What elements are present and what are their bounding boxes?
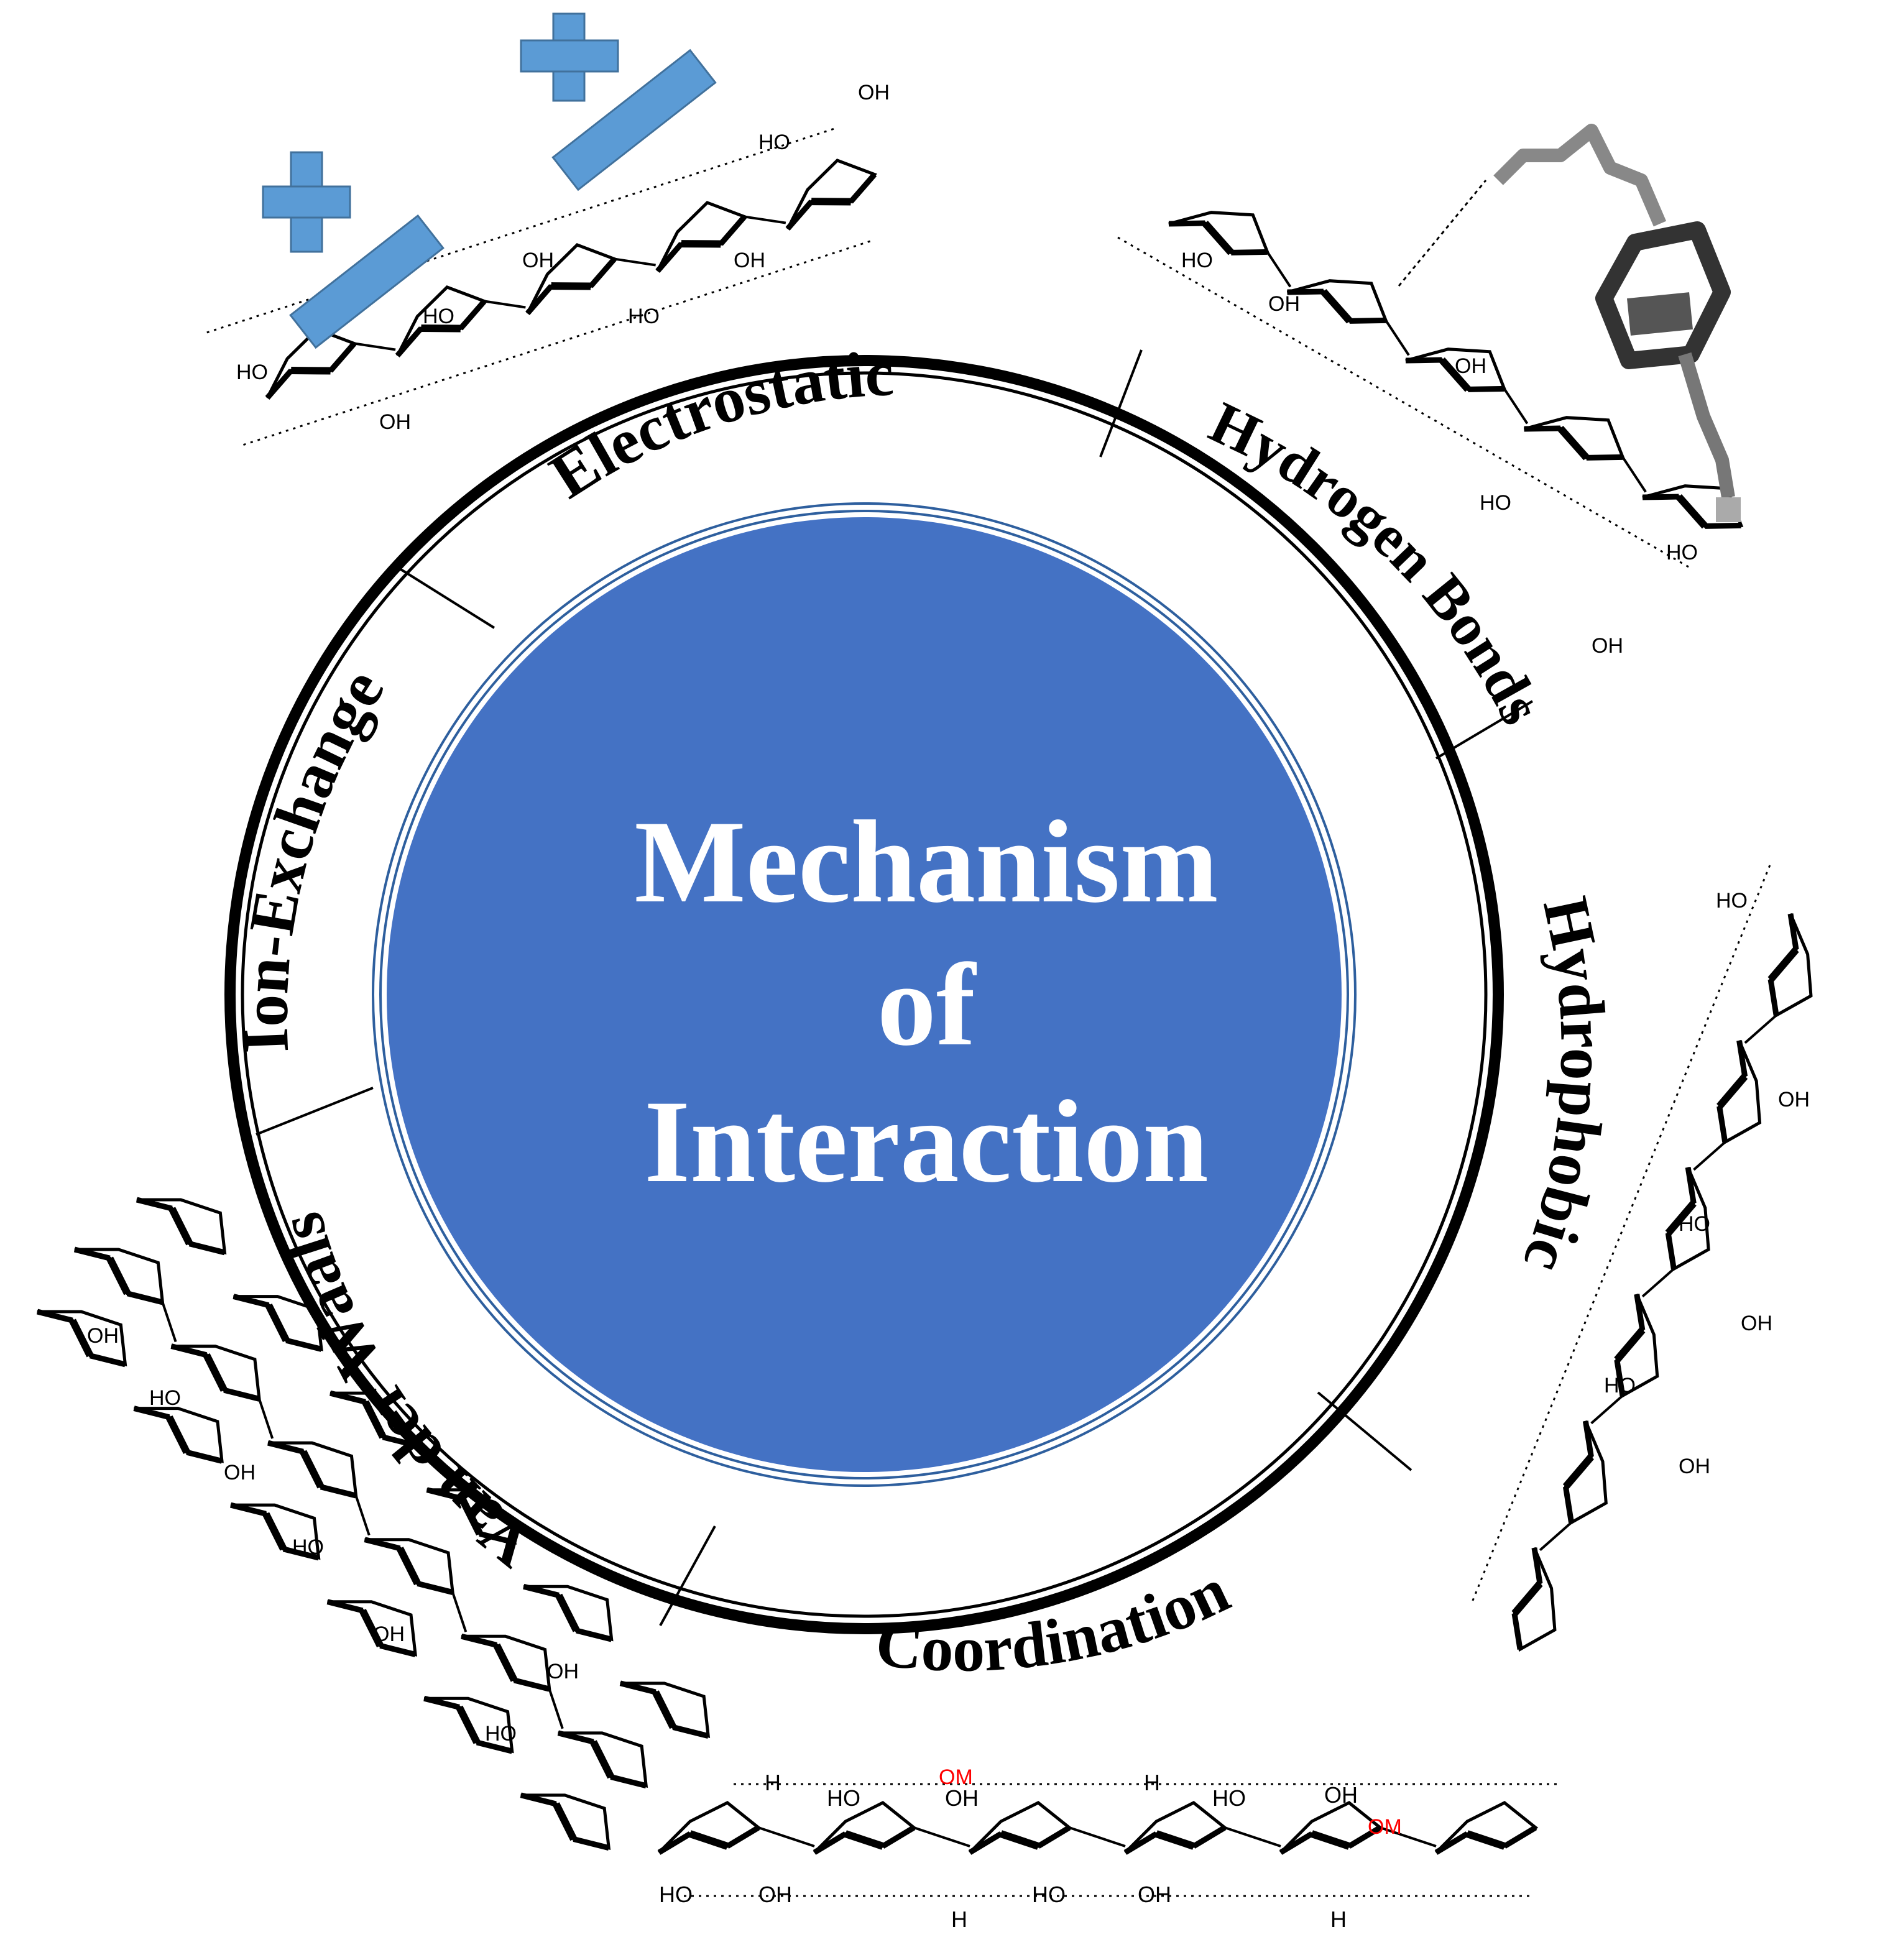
chem-label: OH — [1741, 1312, 1772, 1335]
segment-divider — [1099, 349, 1143, 458]
chem-label: HO — [1181, 249, 1213, 272]
metal-label: OM — [939, 1765, 973, 1789]
chem-label: OH — [379, 410, 411, 434]
plus-icon — [520, 12, 619, 102]
chem-label: OH — [1455, 354, 1486, 378]
chem-label: OH — [87, 1324, 119, 1348]
segment-divider — [397, 566, 495, 629]
chem-label: HO — [1679, 1212, 1710, 1236]
chem-label: OH — [1592, 634, 1623, 658]
cellulose-chain-right: HO OH HO OH HO OH — [1470, 865, 1850, 1659]
chem-label: OH — [945, 1785, 979, 1811]
chem-label: OH — [1324, 1782, 1358, 1808]
chem-label: OH — [1138, 1882, 1171, 1907]
chem-label: OH — [547, 1660, 579, 1683]
segment-divider — [1435, 700, 1534, 760]
chem-label: OH — [224, 1461, 256, 1484]
chem-label: HO — [485, 1722, 517, 1746]
chem-label: OH — [373, 1622, 405, 1646]
chem-label: HO — [1212, 1785, 1246, 1811]
aromatic-molecule-icon — [1493, 124, 1741, 522]
chem-label: HO — [758, 131, 790, 154]
cellulose-chain-bottom: H HO OH OM H HO OH OM HO OH H HO OH H — [659, 1765, 1560, 1932]
center-disc — [387, 517, 1342, 1472]
chem-label: OH — [522, 249, 554, 272]
segment-divider — [1317, 1391, 1412, 1471]
chem-label: H — [951, 1907, 967, 1932]
minus-icon — [289, 214, 445, 349]
chem-label: HO — [1480, 491, 1511, 515]
center-title-line-3: Interaction — [644, 1077, 1209, 1207]
chem-label: HO — [1666, 541, 1698, 564]
metal-label: OM — [1368, 1815, 1402, 1839]
chem-label: HO — [149, 1386, 181, 1410]
cellulose-chain-top-right: HO OH OH HO HO OH — [1117, 162, 1754, 658]
segment-label-hydrophobic: Hydrophobic — [1509, 891, 1619, 1281]
chem-label: OH — [758, 1882, 792, 1907]
center-title-line-1: Mechanism — [634, 797, 1218, 927]
chem-label: OH — [1679, 1455, 1710, 1478]
center-ring-inner — [379, 510, 1349, 1479]
segment-divider — [256, 1087, 374, 1136]
chem-label: HO — [659, 1882, 693, 1907]
center-title-line-2: of — [877, 940, 977, 1070]
chem-label: HO — [827, 1785, 860, 1811]
chem-label: OH — [734, 249, 765, 272]
chem-label: HO — [1604, 1374, 1636, 1397]
chem-label: HO — [1716, 889, 1748, 913]
plus-icon — [262, 151, 351, 253]
cellulose-chain-top-left: HO OH HO OH HO OH HO OH — [206, 81, 890, 446]
mechanism-wheel: Mechanism of Interaction Electrostatic H… — [224, 338, 1619, 1685]
chem-label: HO — [292, 1535, 324, 1559]
chem-label: HO — [236, 361, 268, 384]
chem-label: HO — [1032, 1882, 1066, 1907]
chem-label: OH — [858, 81, 890, 104]
chem-label: H — [1330, 1907, 1347, 1932]
chem-label: HO — [423, 305, 454, 328]
chem-label: OH — [1778, 1088, 1810, 1111]
chem-label: OH — [1268, 292, 1300, 316]
chem-label: H — [765, 1770, 781, 1795]
cellulose-chain-left: OH HO OH HO OH HO OH — [37, 1164, 726, 1866]
chem-label: H — [1144, 1770, 1160, 1795]
segment-divider — [659, 1525, 716, 1626]
outer-ring-inner-line — [241, 371, 1488, 1618]
chem-label: HO — [628, 305, 660, 328]
minus-icon — [551, 48, 717, 191]
